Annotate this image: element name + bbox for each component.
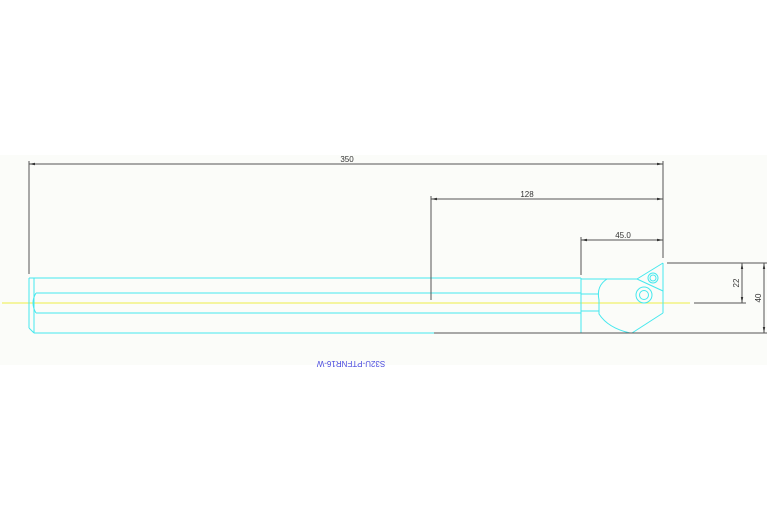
dim-overall-length: 350 <box>340 155 354 164</box>
dim-center-height: 22 <box>732 278 741 287</box>
drawing-canvas[interactable] <box>0 155 767 365</box>
clamp-screw-icon <box>635 286 653 304</box>
part-label: S32U-PTFNR16-W <box>316 359 385 368</box>
dim-head-length: 128 <box>520 190 534 199</box>
insert-screw-icon <box>647 272 659 284</box>
tool-head <box>581 262 664 334</box>
boring-bar-shank <box>28 277 582 334</box>
dimensions <box>28 161 767 334</box>
dim-front-length: 45.0 <box>615 231 631 240</box>
dim-total-height: 40 <box>754 293 763 302</box>
